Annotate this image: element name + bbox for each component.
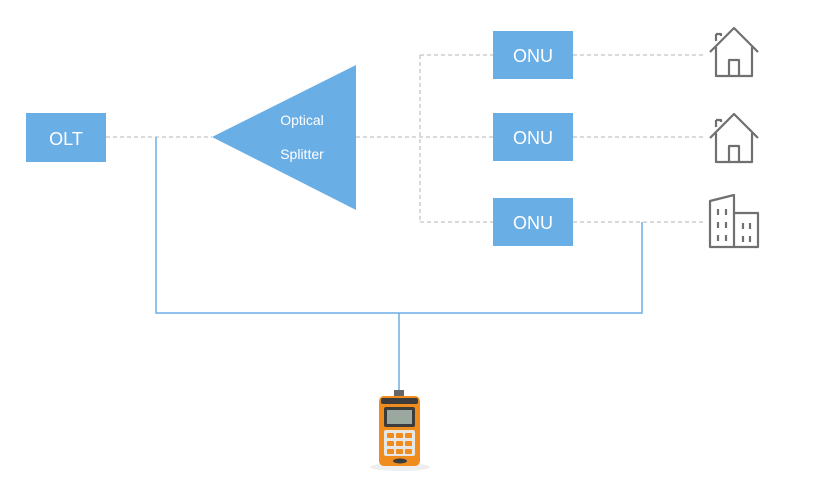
meter-buttons [387,433,412,454]
onu-node-1[interactable]: ONU [493,31,573,79]
meter-logo [393,458,407,464]
building-icon [708,193,760,249]
test-lines [155,137,643,398]
meter-screen [387,410,412,424]
optical-splitter-node[interactable]: Optical Splitter [212,65,356,210]
onu-node-3[interactable]: ONU [493,198,573,246]
house-icon [709,112,759,164]
meter-connector [394,390,404,398]
onu-label: ONU [513,46,553,66]
meter-top-band [381,398,418,404]
olt-label: OLT [49,129,83,149]
onu-box [493,113,573,161]
splitter-triangle [212,65,356,210]
optical-power-meter-icon[interactable] [370,390,430,471]
splitter-label-line2: Splitter [280,146,324,162]
onu-node-2[interactable]: ONU [493,113,573,161]
onu-label: ONU [513,213,553,233]
olt-box [26,113,106,162]
onu-box [493,198,573,246]
splitter-label-line1: Optical [280,112,324,128]
olt-node[interactable]: OLT [26,113,106,162]
onu-box [493,31,573,79]
fiber-links [106,54,705,223]
house-icon [709,26,759,78]
onu-label: ONU [513,128,553,148]
